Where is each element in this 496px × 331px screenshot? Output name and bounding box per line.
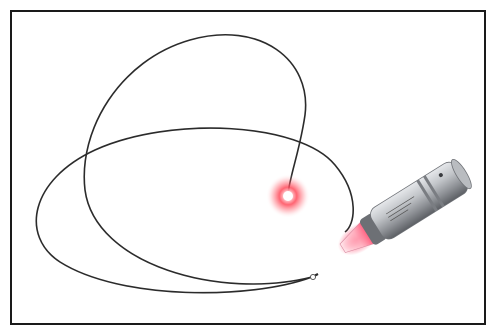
fiber-outer-loop xyxy=(36,128,353,293)
laser-handpiece xyxy=(330,156,475,265)
fiber-inner-loop xyxy=(84,35,312,284)
red-light-core xyxy=(283,191,293,201)
fiber-connector-bead xyxy=(311,275,316,280)
